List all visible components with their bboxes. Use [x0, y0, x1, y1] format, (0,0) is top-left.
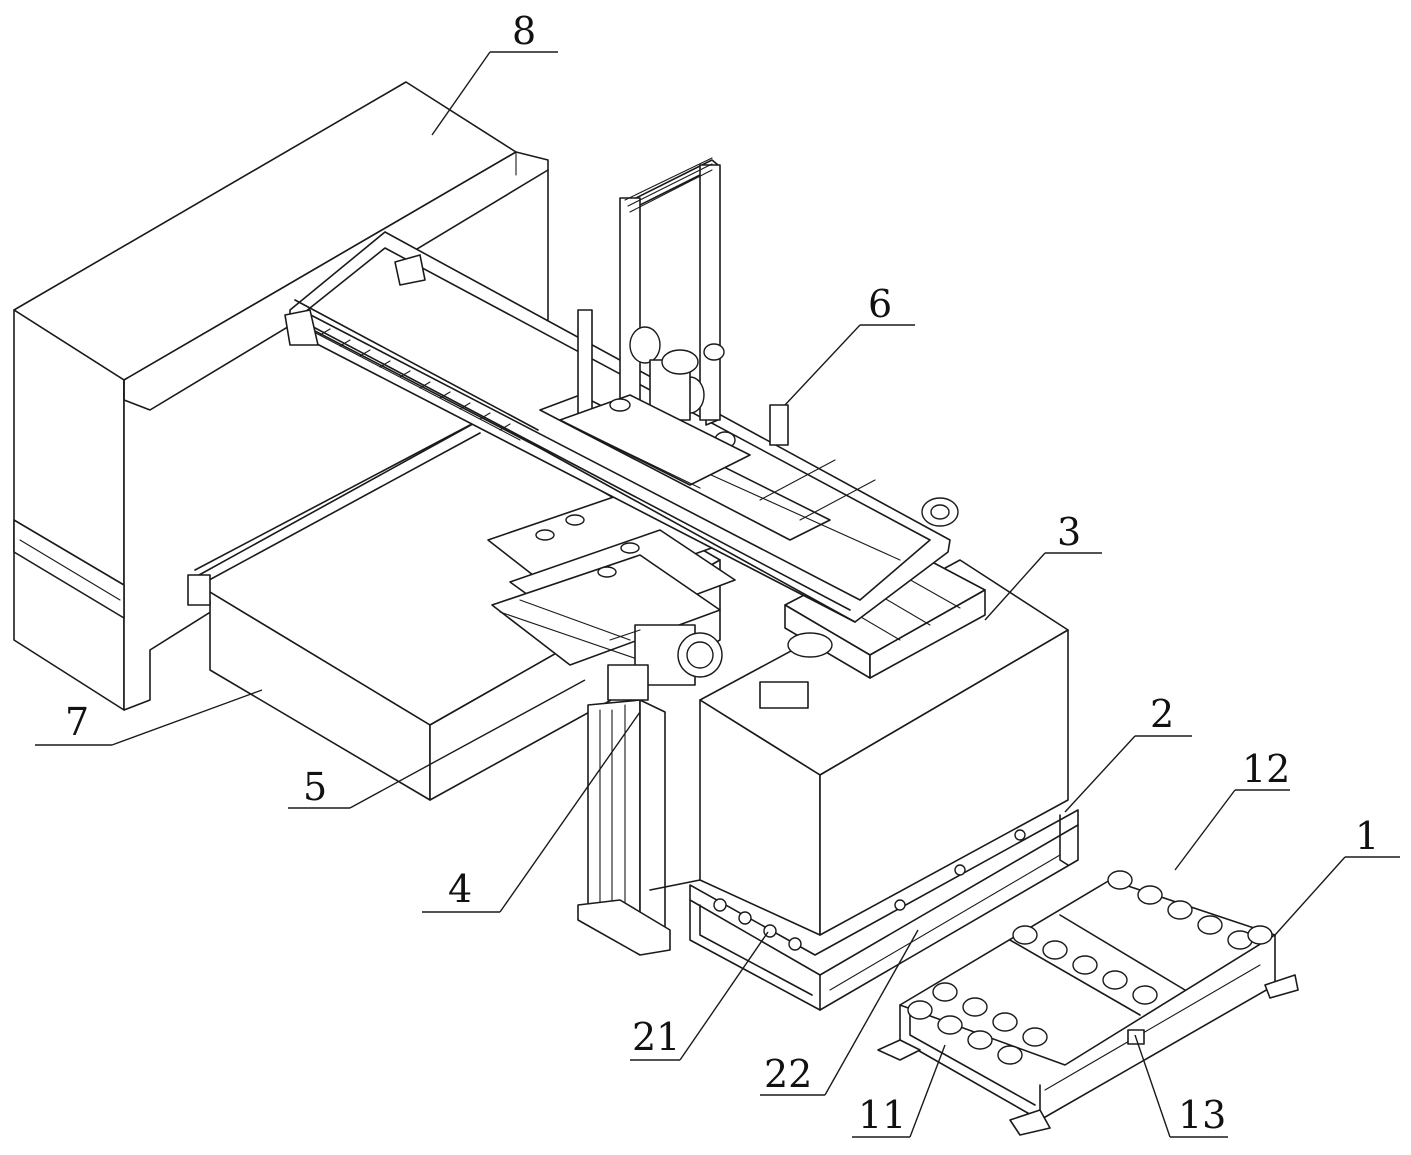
- gantry-6: [284, 157, 951, 623]
- label-8: 8: [512, 9, 536, 53]
- label-4: 4: [448, 867, 472, 911]
- label-11: 11: [858, 1093, 906, 1137]
- label-21: 21: [632, 1015, 680, 1059]
- label-6: 6: [868, 282, 892, 326]
- frame-2: [689, 809, 1079, 1011]
- reference-numerals: 8 6 3 7 5 2 12 1 4 21 22 11 13: [65, 9, 1379, 1137]
- label-5: 5: [303, 765, 327, 809]
- roller-cart-1: [877, 870, 1299, 1136]
- label-2: 2: [1150, 692, 1174, 736]
- label-1: 1: [1355, 814, 1379, 858]
- label-13: 13: [1178, 1093, 1226, 1137]
- rollers: [907, 870, 1273, 1065]
- column-4: [577, 699, 701, 956]
- label-3: 3: [1057, 510, 1081, 554]
- suction-cups: [535, 514, 640, 578]
- frame-bolts: [713, 829, 1026, 951]
- leader-lines: [35, 51, 1400, 1138]
- label-7: 7: [65, 700, 89, 744]
- label-22: 22: [764, 1052, 812, 1096]
- motor-5: [607, 624, 723, 701]
- label-12: 12: [1242, 747, 1290, 791]
